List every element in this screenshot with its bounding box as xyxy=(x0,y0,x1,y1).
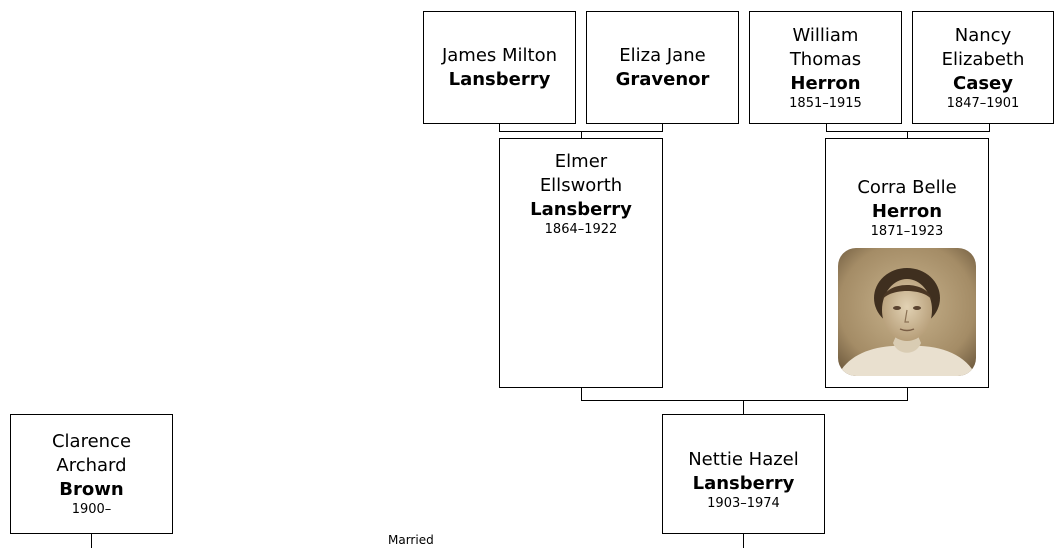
connector-line xyxy=(581,387,582,401)
person-box-elmer-ellsworth-lansberry[interactable]: Elmer Ellsworth Lansberry 1864–1922 xyxy=(499,138,663,388)
life-dates: 1871–1923 xyxy=(870,224,944,239)
life-dates: 1903–1974 xyxy=(707,496,780,511)
connector-line xyxy=(743,400,744,414)
surname: Lansberry xyxy=(692,473,795,494)
connector-line xyxy=(826,131,990,132)
surname: Brown xyxy=(59,479,124,500)
surname: Gravenor xyxy=(615,68,710,90)
surname: Herron xyxy=(871,201,943,222)
given-name: James Milton xyxy=(441,44,558,66)
person-box-corra-belle-herron[interactable]: Corra Belle Herron 1871–1923 xyxy=(825,138,989,388)
connector-line xyxy=(581,400,908,401)
given-name: Elmer Ellsworth xyxy=(539,151,623,196)
connector-line xyxy=(91,533,92,548)
life-dates: 1900– xyxy=(71,502,112,517)
portrait-photo[interactable] xyxy=(838,248,976,376)
surname: Lansberry xyxy=(448,68,551,90)
person-box-eliza-jane-gravenor[interactable]: Eliza Jane Gravenor xyxy=(586,11,739,124)
connector-line xyxy=(662,123,663,131)
life-dates: 1851–1915 xyxy=(789,95,862,111)
person-box-nancy-elizabeth-casey[interactable]: Nancy Elizabeth Casey 1847–1901 xyxy=(912,11,1054,124)
connector-line xyxy=(743,533,744,548)
given-name: Nancy Elizabeth xyxy=(941,24,1025,70)
person-box-william-thomas-herron[interactable]: William Thomas Herron 1851–1915 xyxy=(749,11,902,124)
given-name: Nettie Hazel xyxy=(688,449,799,470)
portrait-icon xyxy=(838,248,976,376)
given-name: William Thomas xyxy=(789,24,862,70)
connector-line xyxy=(907,387,908,401)
surname: Casey xyxy=(952,72,1013,94)
connector-line xyxy=(826,123,827,131)
life-dates: 1864–1922 xyxy=(544,222,618,237)
person-box-clarence-archard-brown[interactable]: Clarence Archard Brown 1900– xyxy=(10,414,173,534)
connector-line xyxy=(989,123,990,131)
given-name: Eliza Jane xyxy=(619,44,706,66)
connector-line xyxy=(499,123,500,131)
person-box-nettie-hazel-lansberry[interactable]: Nettie Hazel Lansberry 1903–1974 xyxy=(662,414,825,534)
connector-line xyxy=(907,131,908,139)
life-dates: 1847–1901 xyxy=(946,95,1020,111)
given-name: Clarence Archard xyxy=(51,431,132,476)
surname: Herron xyxy=(790,72,861,94)
person-box-james-milton-lansberry[interactable]: James Milton Lansberry xyxy=(423,11,576,124)
surname: Lansberry xyxy=(530,199,632,220)
relation-label: Married xyxy=(388,533,434,547)
connector-line xyxy=(581,131,582,139)
given-name: Corra Belle xyxy=(857,177,957,198)
